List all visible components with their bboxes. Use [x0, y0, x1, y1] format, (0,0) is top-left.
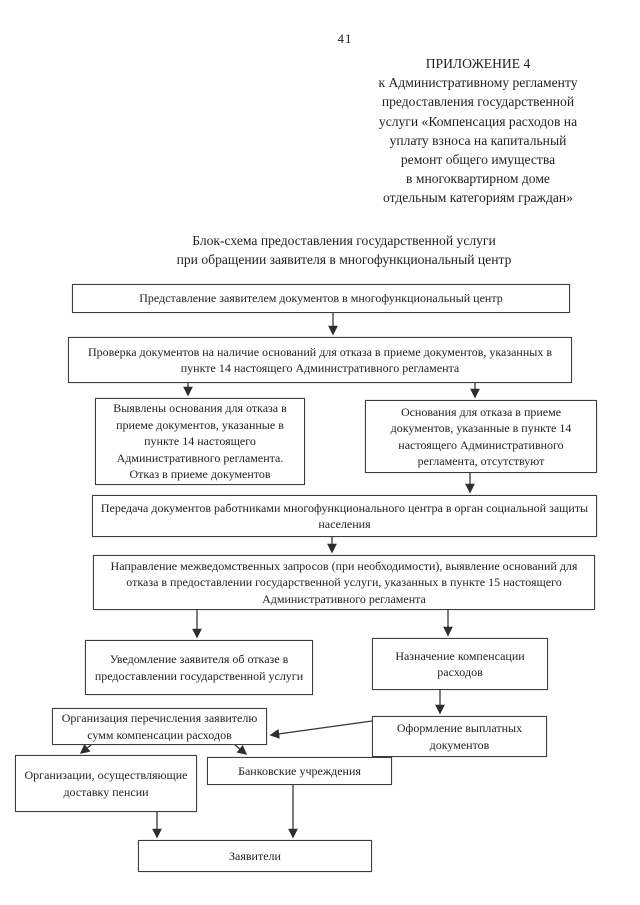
flow-box-bank-institutions: Банковские учреждения [207, 757, 392, 785]
arrow-payment-docs-to-transfer-org [269, 720, 373, 739]
appendix-header-line: в многоквартирном доме [406, 171, 550, 187]
appendix-header-line: уплату взноса на капитальный [389, 132, 567, 148]
flowchart-title-line: при обращении заявителя в многофункциона… [176, 252, 512, 267]
flow-box-no-refusal-grounds: Основания для отказа в приеме документов… [365, 400, 597, 473]
flow-box-check-documents: Проверка документов на наличие оснований… [68, 337, 572, 383]
appendix-header-line: к Административному регламенту [378, 75, 578, 91]
flow-box-pension-delivery-organizations: Организации, осуществляющие доставку пен… [15, 755, 197, 812]
appendix-header-line: отдельным категориям граждан» [383, 190, 573, 206]
flow-box-applicants: Заявители [138, 840, 372, 872]
page-number: 41 [337, 31, 353, 46]
appendix-header-line: услуги «Компенсация расходов на [378, 113, 578, 129]
appendix-header-line: ремонт общего имущества [400, 152, 556, 168]
arrow-transfer-org-to-pension-delivery [79, 744, 92, 754]
flow-box-payment-documents: Оформление выплатных документов [372, 716, 547, 757]
appendix-header-line: предоставления государственной [381, 94, 575, 110]
flow-box-refusal-grounds-found: Выявлены основания для отказа в приеме д… [95, 398, 305, 485]
appendix-header-line: ПРИЛОЖЕНИЕ 4 [425, 56, 531, 71]
flow-box-submit-documents: Представление заявителем документов в мн… [72, 284, 570, 313]
flow-box-refusal-notification: Уведомление заявителя об отказе в предос… [85, 640, 313, 695]
flow-box-interagency-requests: Направление межведомственных запросов (п… [93, 555, 595, 610]
flow-box-transfer-to-social-protection: Передача документов работниками многофун… [92, 495, 597, 537]
flow-box-assign-compensation: Назначение компенсации расходов [372, 638, 548, 690]
flowchart-title: Блок-схема предоставления государственно… [70, 231, 618, 269]
appendix-header: ПРИЛОЖЕНИЕ 4 к Административному регламе… [322, 54, 634, 208]
arrow-transfer-org-to-banks [234, 744, 248, 755]
flowchart-title-line: Блок-схема предоставления государственно… [192, 233, 496, 248]
flow-box-transfer-organization: Организация перечисления заявителю сумм … [52, 708, 267, 745]
